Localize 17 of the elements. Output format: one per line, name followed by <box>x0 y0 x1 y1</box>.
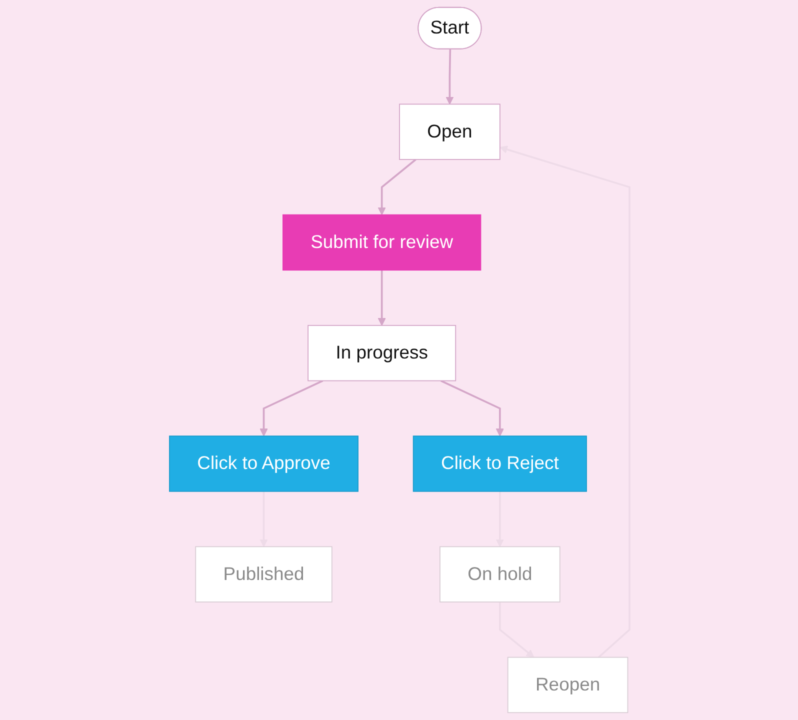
node-box: Published <box>194 546 332 602</box>
node-box: Click to Approve <box>168 436 358 492</box>
arrow <box>440 380 504 436</box>
arrow <box>495 491 504 548</box>
arrow <box>498 602 534 658</box>
arrow <box>259 491 268 548</box>
arrow <box>377 270 386 326</box>
arrow <box>499 146 630 658</box>
node-box: Submit for review <box>282 214 481 271</box>
arrow <box>259 380 323 436</box>
node-box: Reopen <box>506 656 628 714</box>
node-box: In progress <box>307 324 456 382</box>
arrow <box>445 49 454 105</box>
node-box: Open <box>398 104 500 160</box>
node-box: Click to Reject <box>412 436 586 492</box>
arrow <box>377 158 416 216</box>
node-box: On hold <box>439 546 560 602</box>
